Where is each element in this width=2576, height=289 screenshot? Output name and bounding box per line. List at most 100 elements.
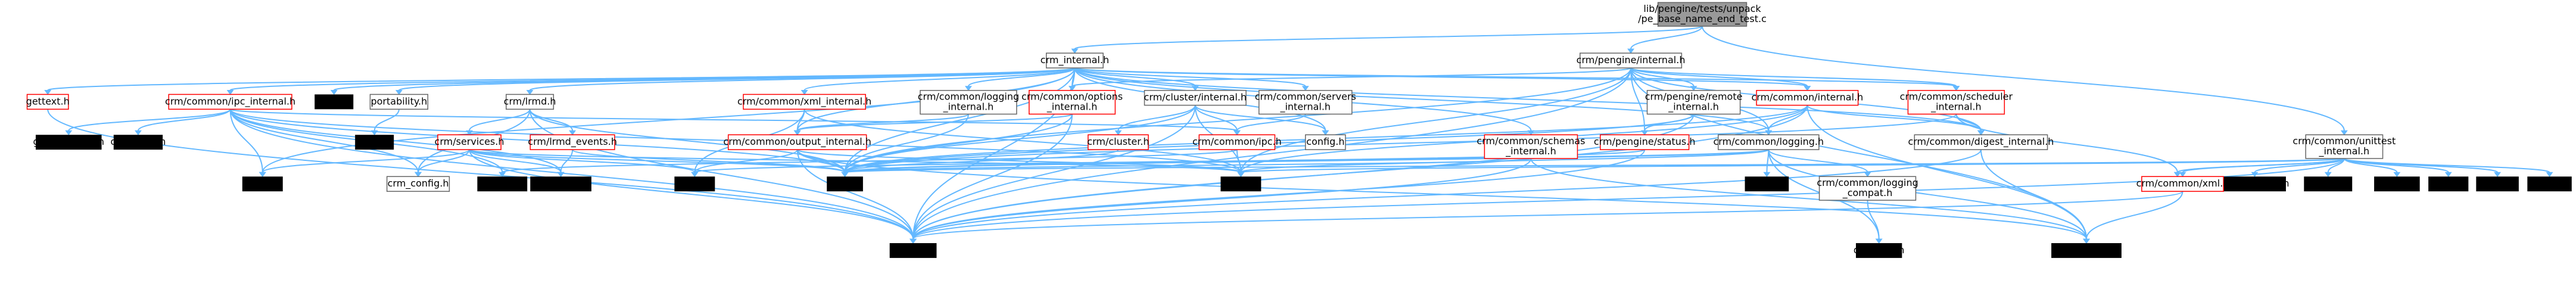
node-logging_internal[interactable]: crm/common/logging_internal.h bbox=[918, 89, 1019, 115]
edge-crm_internal-to-logging_internal bbox=[967, 67, 1076, 87]
arrowhead-ipc_internal-to-qbipcs bbox=[134, 130, 142, 136]
node-label-stdarg-0: stdarg.h bbox=[2478, 178, 2517, 189]
node-label-crm_config-0: crm_config.h bbox=[388, 178, 449, 189]
node-crm_internal[interactable]: crm_internal.h bbox=[1041, 52, 1109, 69]
node-stdarg: stdarg.h bbox=[2476, 176, 2519, 192]
node-common_internal[interactable]: crm/common/internal.h bbox=[1751, 89, 1863, 106]
node-box-pengine_internal bbox=[1580, 52, 1683, 69]
node-label-root-1: /pe_base_name_end_test.c bbox=[1638, 13, 1767, 25]
node-box-crm_config bbox=[386, 176, 450, 192]
arrowhead-common_logging-to-stdio bbox=[691, 172, 699, 178]
node-servers_internal[interactable]: crm/common/servers_internal.h bbox=[1255, 89, 1356, 115]
node-label-logging_internal-1: _internal.h bbox=[943, 101, 994, 113]
node-box-stdint bbox=[1220, 176, 1261, 192]
node-root[interactable]: lib/pengine/tests/unpack/pe_base_name_en… bbox=[1638, 2, 1767, 27]
node-box-sys_types bbox=[530, 176, 591, 192]
node-box-glib bbox=[827, 176, 863, 192]
edge-logging_internal-to-glib bbox=[844, 114, 969, 173]
edge-ipc_internal-to-string bbox=[229, 109, 263, 173]
node-lrmd_events[interactable]: crm/lrmd_events.h bbox=[528, 134, 617, 150]
edge-crm_internal-to-lrmd bbox=[529, 67, 1076, 91]
node-digest_internal[interactable]: crm/common/digest_internal.h bbox=[1908, 134, 2054, 150]
node-box-sys_uio bbox=[477, 176, 528, 192]
node-output_internal[interactable]: crm/common/output_internal.h bbox=[723, 134, 871, 150]
node-label-qblog-0: qb/qblog.h bbox=[1854, 244, 1905, 256]
node-label-locale-0: locale.h bbox=[316, 95, 353, 107]
node-box-xml_internal bbox=[743, 94, 866, 110]
node-signal: signal.h bbox=[2428, 176, 2469, 192]
node-sys_wait: sys/wait.h bbox=[2304, 176, 2353, 192]
node-box-lrmd_events bbox=[529, 134, 615, 150]
node-crm_common_ipc[interactable]: crm/common/ipc.h bbox=[1192, 134, 1282, 150]
node-box-crm_common_ipc bbox=[1198, 134, 1276, 150]
node-config[interactable]: config.h bbox=[1305, 134, 1346, 150]
node-sys_uio: sys/uio.h bbox=[477, 176, 528, 192]
node-options_internal[interactable]: crm/common/options_internal.h bbox=[1021, 89, 1123, 115]
nodes-layer: lib/pengine/tests/unpack/pe_base_name_en… bbox=[26, 2, 2572, 258]
node-assert: assert.h bbox=[1745, 176, 1789, 192]
node-box-common_internal bbox=[1756, 89, 1859, 106]
arrowhead-crm_internal-to-ipc_internal bbox=[226, 89, 234, 95]
node-box-setjmp bbox=[2527, 176, 2572, 192]
node-label-stdint-0: stdint.h bbox=[1223, 178, 1259, 189]
node-sys_resource: sys/resource.h bbox=[2220, 176, 2290, 192]
edge-ipc_internal-to-gnutls bbox=[68, 108, 231, 132]
node-label-qbipcs-0: qb/qbipcs.h bbox=[110, 136, 166, 147]
arrowhead-common_xml-to-libxml_tree bbox=[2083, 238, 2090, 244]
node-pengine_internal[interactable]: crm/pengine/internal.h bbox=[1577, 52, 1686, 69]
edge-crm_internal-to-string bbox=[261, 67, 1076, 173]
node-pengine_status[interactable]: crm/pengine/status.h bbox=[1594, 134, 1696, 150]
edge-services-to-string bbox=[261, 149, 471, 173]
node-logging_compat[interactable]: crm/common/logging_compat.h bbox=[1817, 176, 1918, 201]
node-crm_config[interactable]: crm_config.h bbox=[386, 176, 450, 192]
node-common_xml[interactable]: crm/common/xml.h bbox=[2136, 176, 2229, 192]
node-box-config bbox=[1305, 134, 1346, 150]
node-label-stdio-0: stdio.h bbox=[678, 178, 711, 189]
node-services[interactable]: crm/services.h bbox=[435, 134, 504, 150]
edge-crm_internal-to-gettext bbox=[47, 67, 1076, 91]
node-label-unittest_internal-0: crm/common/unittest bbox=[2292, 135, 2396, 147]
node-cluster_internal[interactable]: crm/cluster/internal.h bbox=[1144, 89, 1247, 106]
node-label-sys_uio-0: sys/uio.h bbox=[481, 178, 524, 189]
arrowhead-cluster_internal-to-config bbox=[1322, 130, 1329, 136]
arrowhead-unittest_internal-to-common_xml bbox=[2179, 172, 2186, 178]
node-unittest_internal[interactable]: crm/common/unittest_internal.h bbox=[2292, 134, 2396, 159]
node-label-signal-0: signal.h bbox=[2429, 178, 2467, 189]
edge-services-to-sys_types bbox=[469, 149, 562, 173]
node-box-lrmd bbox=[506, 94, 555, 110]
node-crm_cluster[interactable]: crm/cluster.h bbox=[1087, 134, 1150, 150]
edge-output_internal-to-stdbool bbox=[796, 150, 914, 240]
arrowhead-unittest_internal-to-sys_wait bbox=[2324, 172, 2332, 178]
node-ipc_internal[interactable]: crm/common/ipc_internal.h bbox=[165, 94, 295, 110]
node-label-config-0: config.h bbox=[1306, 136, 1344, 147]
node-string: string.h bbox=[242, 176, 283, 192]
edge-logging_compat-to-qblog bbox=[1867, 200, 1880, 240]
node-box-unittest_internal bbox=[2305, 134, 2384, 159]
node-gettext[interactable]: gettext.h bbox=[26, 94, 70, 110]
node-sys_types: sys/types.h bbox=[530, 176, 591, 192]
edge-cluster_internal-to-glib bbox=[844, 105, 1196, 173]
node-lrmd[interactable]: crm/lrmd.h bbox=[504, 94, 556, 110]
node-box-crm_cluster bbox=[1088, 134, 1149, 150]
node-label-portability-0: portability.h bbox=[370, 95, 427, 107]
node-errno: errno.h bbox=[355, 135, 394, 150]
node-remote_internal[interactable]: crm/pengine/remote_internal.h bbox=[1645, 89, 1743, 115]
arrowhead-crm_internal-to-gettext bbox=[44, 89, 52, 95]
edge-pengine_internal-to-stdint bbox=[1240, 68, 1632, 173]
node-label-xml_internal-0: crm/common/xml_internal.h bbox=[737, 95, 871, 107]
node-label-options_internal-1: _internal.h bbox=[1046, 101, 1098, 113]
edge-crm_internal-to-cluster_internal bbox=[1074, 67, 1196, 87]
node-qbipcs: qb/qbipcs.h bbox=[110, 135, 166, 150]
node-label-string-0: string.h bbox=[244, 178, 281, 189]
node-xml_internal[interactable]: crm/common/xml_internal.h bbox=[737, 94, 871, 110]
node-schemas_internal[interactable]: crm/common/schemas_internal.h bbox=[1477, 134, 1585, 159]
node-box-qbipcs bbox=[113, 135, 163, 150]
node-scheduler_internal[interactable]: crm/common/scheduler_internal.h bbox=[1900, 89, 2013, 115]
arrowhead-crm_internal-to-portability bbox=[395, 89, 403, 95]
edge-common_logging-to-libxml_tree bbox=[1768, 150, 2087, 240]
node-common_logging[interactable]: crm/common/logging.h bbox=[1713, 134, 1824, 150]
arrowhead-logging_compat-to-qblog bbox=[1875, 238, 1883, 244]
node-portability[interactable]: portability.h bbox=[369, 94, 429, 110]
arrowhead-unittest_internal-to-stdarg bbox=[2494, 172, 2502, 178]
